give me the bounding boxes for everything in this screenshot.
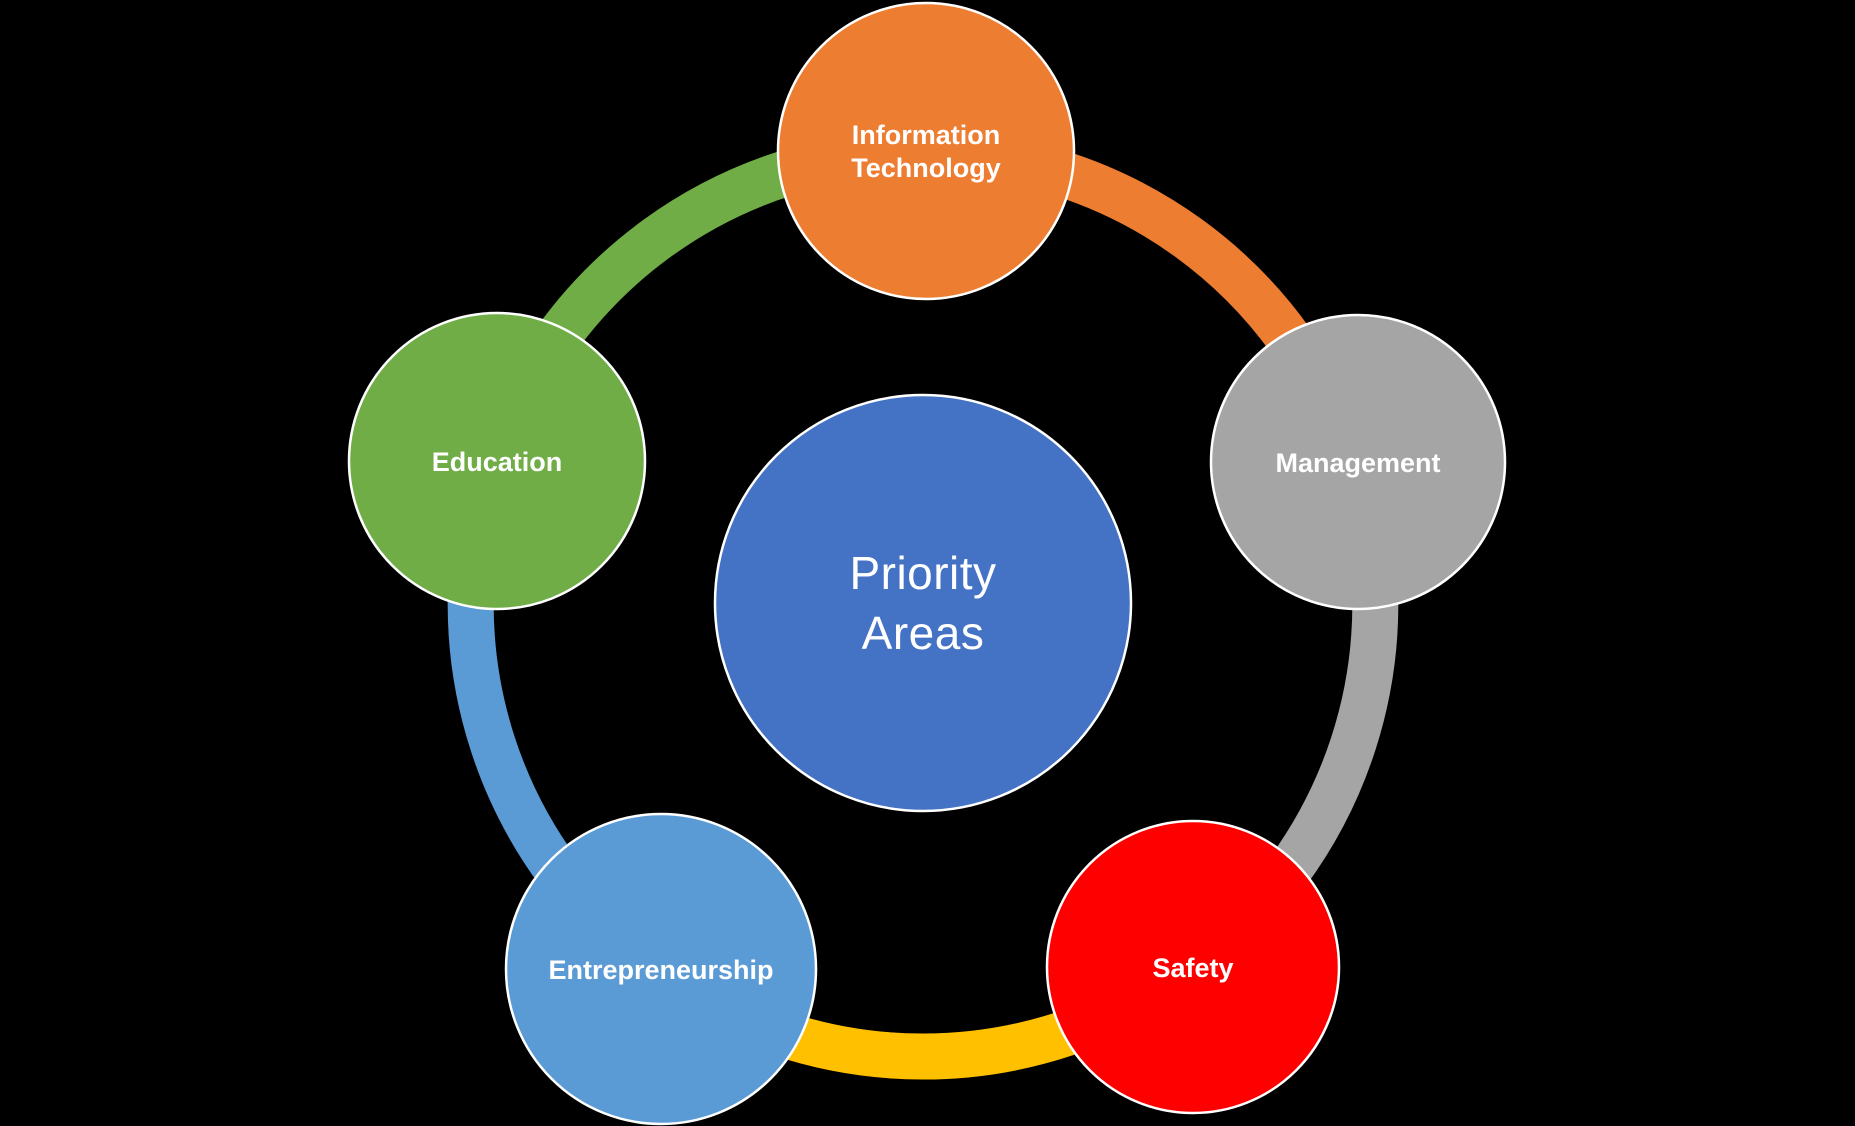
node-label-technology: Technology [851, 153, 1001, 183]
node-circle-entrepreneurship [504, 812, 818, 1126]
node-circle-safety [1045, 819, 1341, 1115]
center-circle-priority-areas [713, 393, 1133, 813]
node-label-entrepreneurship: Entrepreneurship [548, 955, 773, 985]
node-label-information: Information [852, 120, 1001, 150]
center-label-line2: Areas [862, 607, 985, 659]
node-circle-education [347, 311, 647, 611]
center-label-line1: Priority [849, 547, 996, 599]
node-label-safety: Safety [1152, 953, 1233, 983]
node-circle-management [1209, 313, 1507, 611]
node-label-management: Management [1275, 448, 1440, 478]
node-label-education: Education [432, 447, 563, 477]
node-circle-information-technology [776, 1, 1076, 301]
